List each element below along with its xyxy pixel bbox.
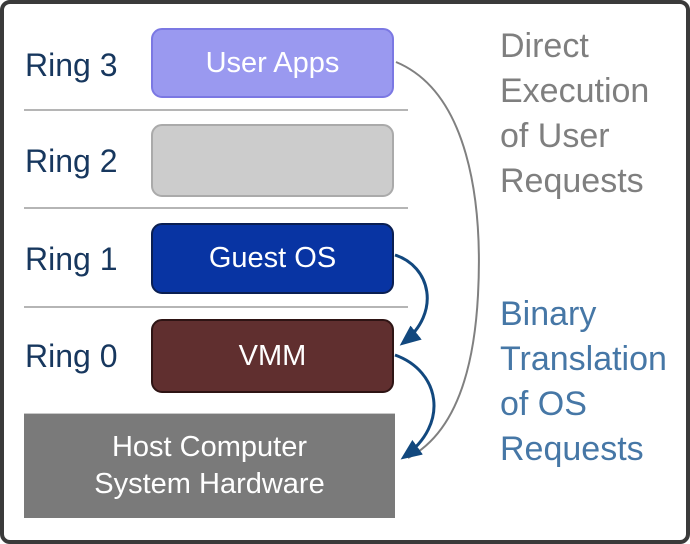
vmm-box-label: VMM: [238, 339, 307, 372]
binary-translation-annotation: Binary Translation of OS Requests: [500, 292, 685, 472]
guest-os-box: Guest OS: [151, 223, 394, 294]
binary-translation-line-4: Requests: [500, 430, 644, 468]
guest-os-box-label: Guest OS: [208, 242, 337, 274]
ring-1-label: Ring 1: [25, 241, 118, 277]
direct-execution-arrow: [395, 61, 480, 459]
binary-translation-line-2: Translation: [500, 340, 667, 378]
direct-execution-line-4: Requests: [500, 162, 644, 200]
direct-execution-line-2: Execution: [500, 72, 650, 110]
ring-3-label: Ring 3: [25, 47, 118, 83]
ring-2-empty-box: [151, 124, 394, 197]
ring-0-label: Ring 0: [25, 338, 118, 374]
host-hardware-box: Host Computer System Hardware: [24, 413, 395, 518]
vmm-to-hardware-arrow: [394, 353, 436, 460]
user-apps-box-label: User Apps: [205, 46, 340, 79]
vmm-box: VMM: [151, 319, 394, 393]
user-apps-box: User Apps: [151, 28, 394, 98]
guest-os-to-vmm-arrow: [394, 253, 429, 346]
ring-divider-2: [24, 207, 408, 209]
direct-execution-annotation: Direct Execution of User Requests: [500, 24, 685, 204]
ring-divider-1: [24, 109, 408, 111]
binary-translation-line-1: Binary: [500, 295, 597, 333]
ring-2-label: Ring 2: [25, 143, 118, 179]
host-hardware-label-line1: Host Computer: [111, 431, 307, 463]
binary-translation-line-3: of OS: [500, 385, 587, 423]
direct-execution-line-3: of User: [500, 117, 610, 155]
direct-execution-line-1: Direct: [500, 27, 589, 65]
ring-divider-3: [24, 306, 408, 308]
host-hardware-label-line2: System Hardware: [94, 468, 325, 500]
